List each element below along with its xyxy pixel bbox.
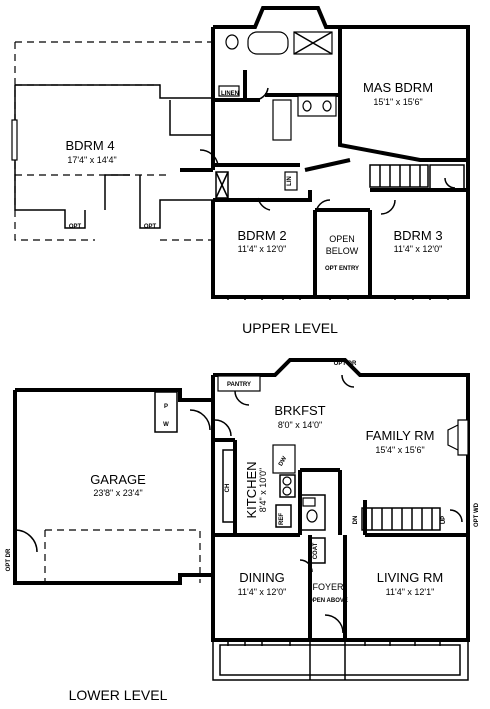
upper-level-title: UPPER LEVEL [242, 320, 338, 336]
kitchen-dim: 8'4" x 10'0" [258, 468, 268, 512]
garage-walls [13, 388, 213, 585]
toilet-1 [225, 34, 239, 50]
coat-closet [309, 537, 326, 564]
mas-bdrm-dim: 15'1" x 15'6" [373, 97, 422, 107]
range-burner-1 [282, 476, 292, 486]
open-below-2: BELOW [326, 246, 359, 256]
kitchen-counter [222, 449, 236, 523]
open-below-1: OPEN [329, 234, 355, 244]
bdrm2-closet [215, 171, 229, 199]
bdrm2-dim: 11'4" x 12'0" [238, 244, 287, 254]
range [279, 474, 296, 498]
opt-dr-top-label: OPT DR [334, 361, 357, 367]
lower-level-title: LOWER LEVEL [69, 687, 168, 703]
dining-name: DINING [239, 570, 285, 585]
upper-windows [227, 297, 449, 300]
living-rm-dim: 11'4" x 12'1" [386, 587, 435, 597]
half-bath [299, 494, 326, 531]
bdrm2-name: BDRM 2 [237, 228, 286, 243]
garage-entry-door [189, 409, 211, 431]
linen-label: LINEN [221, 91, 239, 97]
bdrm4-outline [14, 41, 214, 241]
bdrm3-name: BDRM 3 [393, 228, 442, 243]
sink-1 [302, 100, 312, 112]
dining-dim: 11'4" x 12'0" [238, 587, 287, 597]
kitchen-island [272, 444, 296, 474]
upper-stairs [369, 164, 429, 188]
front-porch [212, 639, 469, 681]
linen-closet [218, 85, 240, 97]
lower-level-plan [13, 358, 470, 681]
mas-bdrm-name: MAS BDRM [363, 80, 433, 95]
bdrm3-dim: 11'4" x 12'0" [394, 244, 443, 254]
family-rm-dim: 15'4" x 15'6" [375, 445, 424, 455]
opt-wd-label: OPT WD [474, 502, 480, 527]
bdrm4-walls [14, 84, 213, 229]
family-rm-name: FAMILY RM [366, 428, 435, 443]
sink-2 [322, 100, 332, 112]
tub [247, 31, 289, 55]
p-label: P [164, 404, 168, 410]
bdrm4-dim: 17'4" x 14'4" [67, 155, 116, 165]
master-bay-window [254, 7, 327, 28]
refrigerator [275, 504, 292, 528]
w-label: W [163, 422, 169, 428]
pantry-door [234, 390, 250, 406]
shower-x [293, 31, 333, 55]
ch-label: CH [225, 484, 231, 493]
half-bath-sink [302, 497, 316, 507]
ref-label: REF [279, 513, 285, 525]
garage-dim: 23'8" x 23'4" [93, 488, 142, 498]
lin-closet [284, 171, 298, 191]
upper-interior-walls [180, 27, 468, 297]
pantry-wd-closet [154, 391, 178, 433]
bay-window [274, 359, 361, 376]
foyer-note: OPEN ABOVE [308, 598, 348, 604]
brkfst-name: BRKFST [274, 403, 325, 418]
pantry-label: PANTRY [227, 382, 251, 388]
opt-label-2: OPT [144, 224, 157, 230]
opt-entry-label: OPT ENTRY [325, 266, 359, 272]
bdrm4-side-window [11, 119, 18, 161]
lin-label: LIN [287, 176, 293, 186]
coat-label: COAT [313, 542, 319, 559]
bdrm4-name: BDRM 4 [65, 138, 114, 153]
kitchen-name: KITCHEN [244, 461, 259, 518]
dw-label: DW [278, 455, 288, 467]
upper-door-swings [199, 87, 456, 215]
garage-side-door [14, 529, 38, 553]
garage-name: GARAGE [90, 472, 146, 487]
garage-door [44, 529, 201, 583]
dn-label: DN [353, 516, 359, 525]
hall-tub [272, 99, 292, 141]
bdrm3-closet [429, 164, 465, 191]
opt-label-1: OPT [69, 224, 82, 230]
lower-door-swings [214, 374, 463, 634]
brkfst-dim: 8'0" x 14'0" [278, 420, 322, 430]
range-burner-2 [282, 486, 292, 496]
up-label: UP [441, 516, 447, 524]
lower-stairs [361, 507, 441, 531]
upper-level-plan [11, 6, 470, 300]
opt-dr-left-label: OPT DR [6, 548, 12, 571]
living-rm-name: LIVING RM [377, 570, 443, 585]
bdrm2-closet-x [215, 171, 229, 199]
fireplace [447, 419, 469, 456]
half-bath-toilet [306, 509, 318, 523]
pantry [217, 375, 261, 392]
foyer-name: FOYER [312, 582, 344, 592]
